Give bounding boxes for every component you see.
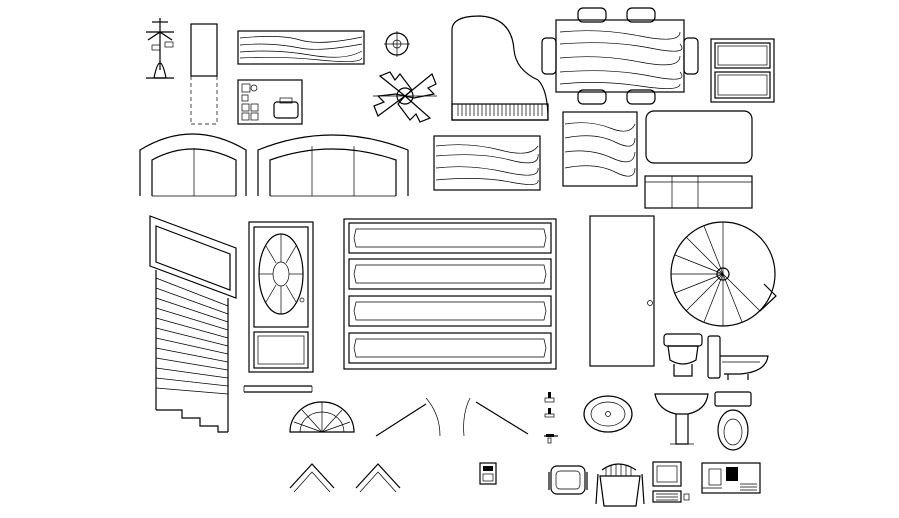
fanlight-icon [289, 401, 355, 433]
arched-window-wide-icon [257, 134, 409, 197]
door-swing-icon [463, 397, 529, 437]
door-swing-icon [375, 397, 441, 437]
phone-icon [479, 462, 497, 485]
sofa-icon [645, 110, 753, 164]
spiral-stair-icon [670, 221, 777, 327]
grand-piano-icon [451, 15, 549, 121]
lounge-chair-icon [595, 463, 645, 507]
double-window-icon [710, 38, 775, 103]
toilet-side-icon [707, 335, 769, 380]
handrail-icon [243, 385, 313, 393]
wood-panel-icon [433, 135, 541, 191]
computer-icon [652, 461, 690, 503]
toilet-icon [663, 333, 703, 377]
desk-workstation-icon [701, 462, 761, 494]
armchair-icon [548, 465, 588, 495]
bay-window-icon [149, 215, 237, 299]
staircase-icon [155, 270, 229, 433]
arched-window-icon [139, 133, 247, 197]
panel-window-icon [343, 218, 557, 370]
roof-gable-icon [289, 463, 335, 493]
ceiling-light-icon [384, 31, 410, 57]
kitchen-counter-icon [237, 79, 303, 125]
faucet-icon [544, 392, 558, 444]
oval-sink-icon [583, 395, 633, 433]
wood-plank-icon [237, 30, 365, 65]
cabinet-icon [644, 175, 753, 209]
coat-stand-icon [146, 18, 174, 79]
interior-door-icon [589, 215, 655, 367]
toilet-plan-icon [714, 391, 752, 451]
pedestal-sink-icon [654, 393, 709, 445]
dining-table-icon [541, 7, 699, 105]
ornament-icon [373, 71, 437, 123]
wood-panel-square-icon [562, 111, 638, 187]
tall-cabinet-icon [190, 23, 218, 125]
roof-gable-icon [355, 463, 401, 493]
entry-door-icon [248, 221, 314, 373]
